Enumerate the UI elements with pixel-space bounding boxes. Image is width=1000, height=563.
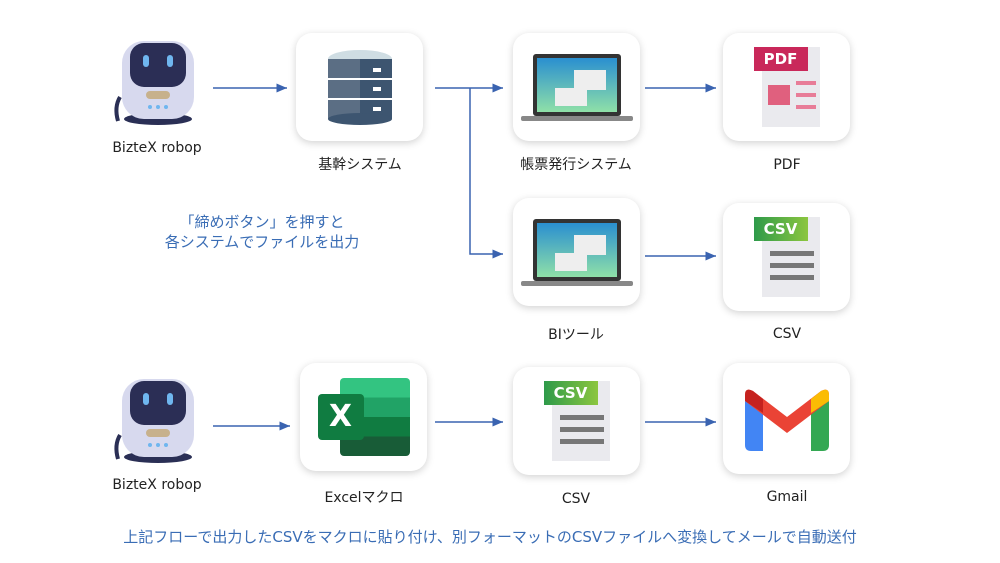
csv-file-icon: CSV [753,217,820,297]
note-line-1: 「締めボタン」を押すと [179,213,345,231]
pdf-label: PDF [773,157,801,173]
report-system-label: 帳票発行システム [520,157,632,173]
csv-label: CSV [561,491,591,507]
pdf-card: PDF [723,33,850,141]
robot-icon [110,37,206,131]
robot-icon [110,375,206,469]
excel-label: Excelマクロ [324,490,404,506]
pdf-file-icon: PDF [753,47,820,127]
footer-note: 上記フローで出力したCSVをマクロに貼り付け、別フォーマットのCSVファイルへ変… [123,528,857,546]
robot-label: BizteX robop [112,477,202,493]
report-system-card [513,33,640,141]
core-system-card [296,33,423,141]
laptop-icon [520,54,633,121]
csv-label: CSV [772,326,802,342]
bi-tool-label: BIツール [548,327,604,343]
csv-file-icon: CSV [543,381,610,461]
note-line-2: 各システムでファイルを出力 [164,233,360,251]
arrow-core-to-bi [469,88,503,259]
gmail-card [723,363,850,474]
laptop-icon [520,219,633,286]
gmail-icon [744,389,829,451]
robot-label: BizteX robop [112,140,202,156]
csv-card: CSV [513,367,640,475]
note-text: 「締めボタン」を押すと各システムでファイルを出力 [165,212,360,252]
excel-icon: X [317,378,410,456]
database-icon [327,50,392,125]
csv-card: CSV [723,203,850,311]
excel-card: X [300,363,427,471]
bi-tool-card [513,198,640,306]
core-system-label: 基幹システム [318,157,402,173]
gmail-label: Gmail [766,489,808,505]
